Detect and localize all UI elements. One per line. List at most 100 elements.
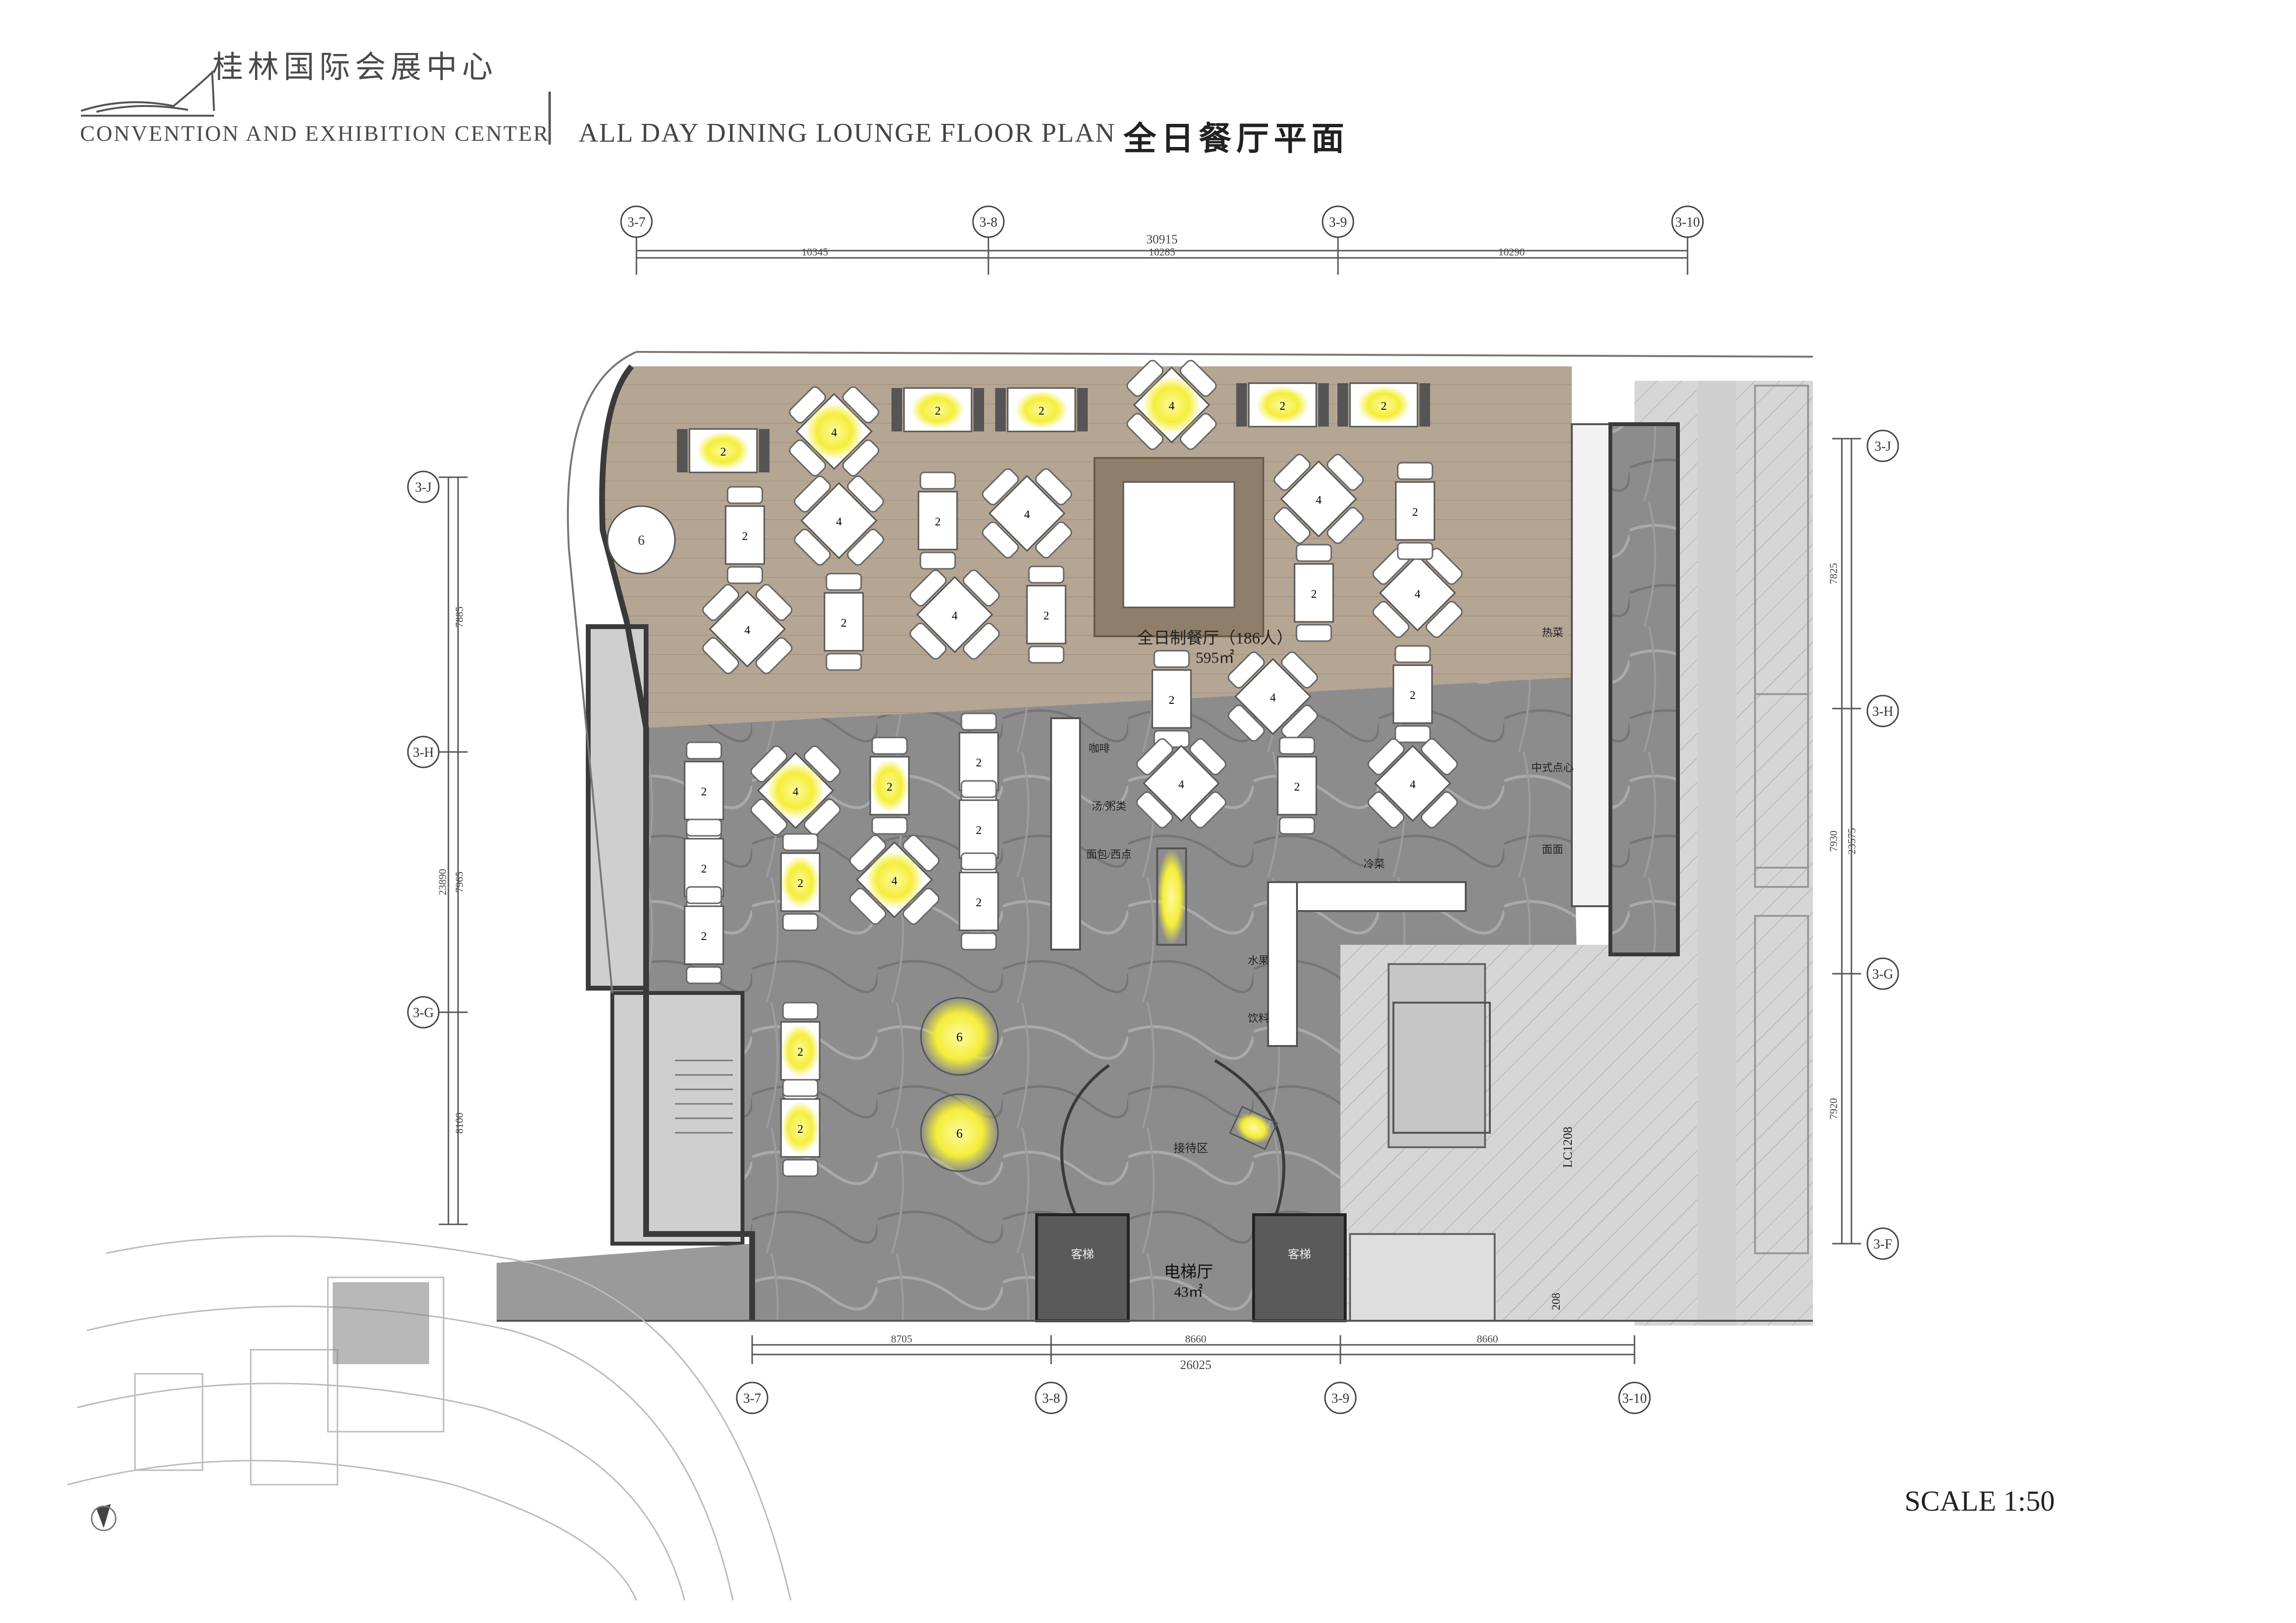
dim-right-total: 23575 — [1846, 828, 1858, 855]
table-four-5: 4 — [1252, 432, 1385, 565]
axis-bubble-right-2: 3-H — [1866, 695, 1899, 727]
table-two-11: 2 — [1294, 544, 1334, 642]
table-four-12: 4 — [729, 724, 862, 857]
hot-kitchen-label: 热菜 — [1542, 627, 1563, 639]
table-four-6: 4 — [681, 563, 814, 696]
axis-bubble-left-1: 3-J — [407, 470, 440, 503]
table-four-8: 4 — [1351, 526, 1484, 659]
exterior-wall — [599, 364, 755, 1321]
reception-curve — [1060, 1059, 1285, 1225]
svg-text:6: 6 — [638, 533, 645, 548]
elevator-hall-area: 43㎡ — [1174, 1284, 1203, 1300]
dim-sum-label: 中式点心 — [1531, 762, 1574, 774]
table-two-24: 2 — [780, 1079, 821, 1177]
soup-label: 汤/粥类 — [1092, 800, 1126, 812]
svg-text:3-F: 3-F — [1874, 1237, 1892, 1252]
table-four-4: 4 — [960, 447, 1094, 580]
exterior-zone-right-column — [1754, 385, 1809, 869]
table-six-round-2: 6 — [920, 997, 999, 1076]
table-four-7: 4 — [888, 548, 1021, 681]
svg-text:4: 4 — [891, 875, 897, 887]
table-six-round: 6 — [607, 505, 676, 575]
door-tag-label: LC1208 — [1561, 1127, 1575, 1167]
table-two-16: 2 — [780, 833, 821, 931]
axis-bubble-bottom-1: 3-7 — [736, 1382, 769, 1414]
table-two-4: 2 — [1235, 382, 1330, 428]
coffee-label: 咖啡 — [1089, 742, 1110, 754]
dim-bottom-seg-1: 8705 — [891, 1333, 912, 1345]
table-two-6: 2 — [725, 486, 765, 584]
svg-text:4: 4 — [1169, 400, 1175, 413]
svg-text:3-8: 3-8 — [1042, 1391, 1060, 1406]
lift-2 — [1252, 1213, 1347, 1322]
table-four-10: 4 — [1115, 717, 1248, 850]
fruit-label: 水果 — [1248, 954, 1269, 966]
table-two-1: 2 — [676, 428, 770, 473]
svg-text:4: 4 — [1024, 509, 1030, 521]
table-two-18: 2 — [684, 818, 724, 917]
dim-right-seg-2: 7930 — [1827, 831, 1839, 852]
dim-bottom-seg-3: 8660 — [1477, 1333, 1498, 1345]
svg-text:3-J: 3-J — [415, 480, 432, 495]
lift-1-label: 客梯 — [1071, 1248, 1094, 1261]
dim-left-seg-1: 7885 — [453, 606, 465, 628]
dim-left-total: 23890 — [436, 869, 448, 896]
dimension-top — [635, 236, 1688, 275]
svg-text:4: 4 — [1178, 778, 1184, 791]
table-four-1: 4 — [768, 365, 901, 498]
svg-text:3-J: 3-J — [1875, 439, 1891, 454]
svg-text:2: 2 — [701, 786, 707, 798]
svg-text:2: 2 — [720, 446, 726, 458]
svg-text:6: 6 — [957, 1030, 963, 1044]
table-four-2: 4 — [1105, 338, 1238, 471]
table-two-22: 2 — [959, 852, 999, 951]
svg-text:4: 4 — [1316, 494, 1322, 507]
table-four-9: 4 — [1206, 630, 1339, 763]
facade-curve — [567, 351, 637, 993]
table-six-round-3: 6 — [920, 1093, 999, 1172]
key-plan-highlight — [333, 1282, 429, 1364]
table-two-19: 2 — [684, 886, 724, 984]
dining-room-label: 全日制餐厅（186人） — [1137, 629, 1293, 647]
svg-text:4: 4 — [836, 516, 842, 528]
axis-bubble-top-4: 3-10 — [1671, 205, 1704, 238]
axis-bubble-left-2: 3-H — [407, 736, 440, 768]
header-title-en: ALL DAY DINING LOUNGE FLOOR PLAN — [579, 118, 1116, 148]
svg-text:4: 4 — [1410, 778, 1416, 791]
drinks-label: 饮料 — [1248, 1012, 1269, 1024]
elevator-hall-label: 电梯厅 — [1164, 1263, 1213, 1281]
svg-text:3-10: 3-10 — [1622, 1391, 1647, 1406]
restroom-zone — [1349, 1233, 1496, 1322]
exterior-zone-right-column-2 — [1754, 693, 1809, 888]
svg-text:2: 2 — [841, 617, 847, 630]
table-two-10: 2 — [1026, 565, 1067, 664]
svg-text:3-H: 3-H — [413, 745, 434, 760]
bread-label: 面包/西点 — [1086, 848, 1132, 860]
table-two-7: 2 — [918, 471, 958, 570]
dim-top-seg-1: 10345 — [802, 246, 828, 258]
svg-text:2: 2 — [887, 781, 892, 793]
svg-text:4: 4 — [1415, 588, 1420, 601]
lift-1 — [1035, 1213, 1130, 1322]
svg-text:2: 2 — [935, 405, 941, 417]
table-two-13: 2 — [1392, 645, 1433, 743]
svg-text:3-7: 3-7 — [743, 1391, 761, 1406]
central-table-group — [1122, 481, 1235, 608]
svg-text:2: 2 — [701, 930, 707, 943]
key-plan — [67, 1235, 792, 1601]
axis-bubble-right-1: 3-J — [1866, 429, 1899, 462]
exterior-zone-right-column-3 — [1754, 915, 1809, 1254]
dimension-left — [439, 476, 468, 1225]
counter-cold — [1267, 881, 1467, 912]
table-two-20: 2 — [959, 712, 999, 811]
table-two-23: 2 — [780, 1002, 821, 1100]
corridor-right — [1697, 381, 1736, 1326]
svg-text:3-9: 3-9 — [1331, 1391, 1349, 1406]
table-two-12: 2 — [1151, 650, 1192, 748]
dim-right-seg-1: 7825 — [1827, 563, 1839, 584]
svg-text:2: 2 — [1169, 694, 1175, 707]
svg-text:3-G: 3-G — [413, 1006, 434, 1020]
header-brand-cn: 桂林国际会展中心 — [212, 50, 498, 84]
axis-bubble-top-3: 3-9 — [1322, 205, 1354, 238]
